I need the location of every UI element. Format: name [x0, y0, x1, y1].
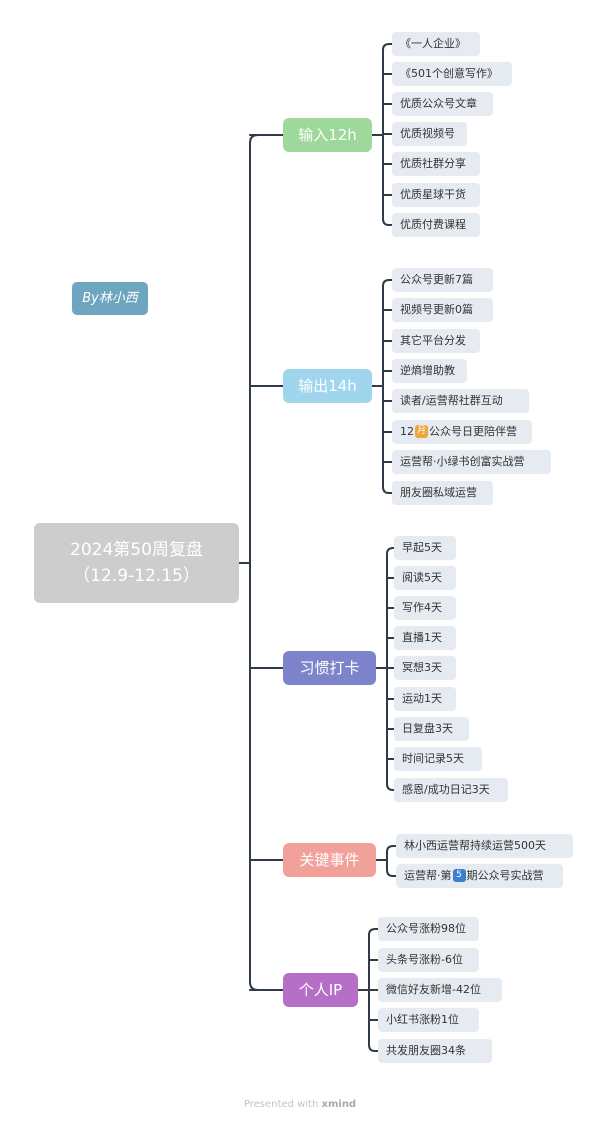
leaf-topic[interactable]: 《501个创意写作》 [392, 62, 512, 86]
leaf-prefix: 12 [400, 425, 414, 438]
leaf-topic[interactable]: 公众号涨粉98位 [378, 917, 479, 941]
leaf-topic[interactable]: 优质公众号文章 [392, 92, 493, 116]
leaf-topic[interactable]: 运营帮·小绿书创富实战营 [392, 450, 551, 474]
leaf-label: 小红书涨粉1位 [386, 1013, 459, 1026]
leaf-label: 读者/运营帮社群互动 [400, 394, 503, 407]
leaf-topic[interactable]: 微信好友新增-42位 [378, 978, 502, 1002]
leaf-topic[interactable]: 其它平台分发 [392, 329, 480, 353]
leaf-label: 运营帮·小绿书创富实战营 [400, 455, 525, 468]
leaf-label: 公众号更新7篇 [400, 273, 473, 286]
number-badge-icon: 月 [415, 424, 428, 438]
leaf-label: 感恩/成功日记3天 [402, 783, 490, 796]
leaf-label: 优质视频号 [400, 127, 455, 140]
leaf-label: 朋友圈私域运营 [400, 486, 477, 499]
leaf-topic[interactable]: 视频号更新0篇 [392, 298, 493, 322]
leaf-label: 《一人企业》 [400, 37, 466, 50]
leaf-label: 公众号日更陪伴营 [429, 425, 517, 438]
leaf-topic[interactable]: 头条号涨粉-6位 [378, 948, 479, 972]
leaf-label: 期公众号实战营 [466, 869, 544, 882]
leaf-topic[interactable]: 运动1天 [394, 687, 456, 711]
leaf-label: 共发朋友圈34条 [386, 1044, 466, 1057]
connector-line [382, 279, 390, 494]
leaf-topic[interactable]: 写作4天 [394, 596, 456, 620]
connector-line [249, 134, 259, 991]
branch-topic[interactable]: 关键事件 [283, 843, 376, 877]
leaf-topic[interactable]: 日复盘3天 [394, 717, 469, 741]
footer-credit: Presented with xmind [0, 1099, 600, 1110]
leaf-label: 头条号涨粉-6位 [386, 953, 463, 966]
branch-topic[interactable]: 输出14h [283, 369, 372, 403]
number-badge-icon: 5 [452, 868, 466, 882]
leaf-label: 优质星球干货 [400, 188, 466, 201]
leaf-topic[interactable]: 时间记录5天 [394, 747, 482, 771]
leaf-topic[interactable]: 优质星球干货 [392, 183, 480, 207]
leaf-topic[interactable]: 小红书涨粉1位 [378, 1008, 479, 1032]
leaf-topic[interactable]: 逆熵增助教 [392, 359, 467, 383]
branch-topic[interactable]: 习惯打卡 [283, 651, 376, 685]
leaf-label: 直播1天 [402, 631, 442, 644]
leaf-topic[interactable]: 林小西运营帮持续运营500天 [396, 834, 573, 858]
leaf-topic[interactable]: 读者/运营帮社群互动 [392, 389, 529, 413]
root-topic[interactable]: 2024第50周复盘 （12.9-12.15） [34, 523, 239, 603]
leaf-label: 日复盘3天 [402, 722, 453, 735]
leaf-label: 其它平台分发 [400, 334, 466, 347]
root-date-range: （12.9-12.15） [73, 566, 200, 586]
leaf-label: 《501个创意写作》 [400, 67, 498, 80]
leaf-label: 阅读5天 [402, 571, 442, 584]
leaf-topic[interactable]: 优质付费课程 [392, 213, 480, 237]
leaf-label: 写作4天 [402, 601, 442, 614]
leaf-topic[interactable]: 《一人企业》 [392, 32, 480, 56]
root-title: 2024第50周复盘 [70, 540, 203, 560]
connector-line [386, 845, 394, 877]
leaf-label: 早起5天 [402, 541, 442, 554]
leaf-label: 视频号更新0篇 [400, 303, 473, 316]
author-label[interactable]: By林小西 [72, 282, 148, 315]
leaf-label: 优质公众号文章 [400, 97, 477, 110]
leaf-topic[interactable]: 冥想3天 [394, 656, 456, 680]
leaf-label: 微信好友新增-42位 [386, 983, 481, 996]
leaf-topic[interactable]: 早起5天 [394, 536, 456, 560]
leaf-topic[interactable]: 公众号更新7篇 [392, 268, 493, 292]
leaf-label: 优质社群分享 [400, 157, 466, 170]
leaf-label: 林小西运营帮持续运营500天 [404, 839, 546, 852]
leaf-topic[interactable]: 优质视频号 [392, 122, 467, 146]
leaf-topic[interactable]: 感恩/成功日记3天 [394, 778, 508, 802]
leaf-label: 冥想3天 [402, 661, 442, 674]
footer-prefix: Presented with [243, 1099, 319, 1110]
leaf-label: 公众号涨粉98位 [386, 922, 466, 935]
leaf-topic[interactable]: 直播1天 [394, 626, 456, 650]
leaf-label: 运动1天 [402, 692, 442, 705]
leaf-topic[interactable]: 优质社群分享 [392, 152, 480, 176]
leaf-label: 优质付费课程 [400, 218, 466, 231]
leaf-topic[interactable]: 朋友圈私域运营 [392, 481, 493, 505]
leaf-prefix: 运营帮·第 [404, 869, 452, 882]
xmind-logo: xmind [321, 1099, 357, 1110]
leaf-label: 逆熵增助教 [400, 364, 455, 377]
branch-topic[interactable]: 个人IP [283, 973, 358, 1007]
branch-topic[interactable]: 输入12h [283, 118, 372, 152]
leaf-topic[interactable]: 阅读5天 [394, 566, 456, 590]
leaf-label: 时间记录5天 [402, 752, 464, 765]
leaf-topic[interactable]: 共发朋友圈34条 [378, 1039, 492, 1063]
